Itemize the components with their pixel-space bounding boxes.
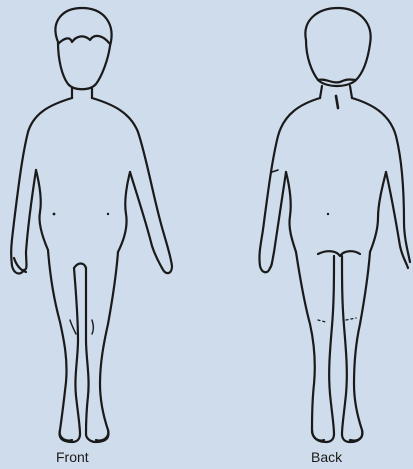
back-left-arm-inner (270, 172, 286, 268)
back-buttocks-line (318, 251, 360, 256)
back-head-outline (305, 8, 370, 86)
back-right-leg-inner (342, 256, 347, 434)
back-spine-mark (336, 96, 338, 108)
back-hair-nape (318, 80, 356, 83)
back-right-leg-outer (350, 252, 370, 441)
front-label: Front (56, 449, 89, 465)
back-left-elbow (272, 170, 278, 172)
back-label: Back (311, 449, 342, 465)
back-torso-right (370, 172, 386, 252)
back-right-arm-outer (352, 98, 410, 262)
back-lower-back-dot (327, 213, 329, 215)
back-torso-left (286, 172, 296, 252)
back-right-knee (346, 318, 356, 320)
back-left-leg-outer (296, 252, 324, 441)
back-left-knee (318, 320, 326, 322)
back-left-leg-inner (329, 256, 334, 434)
